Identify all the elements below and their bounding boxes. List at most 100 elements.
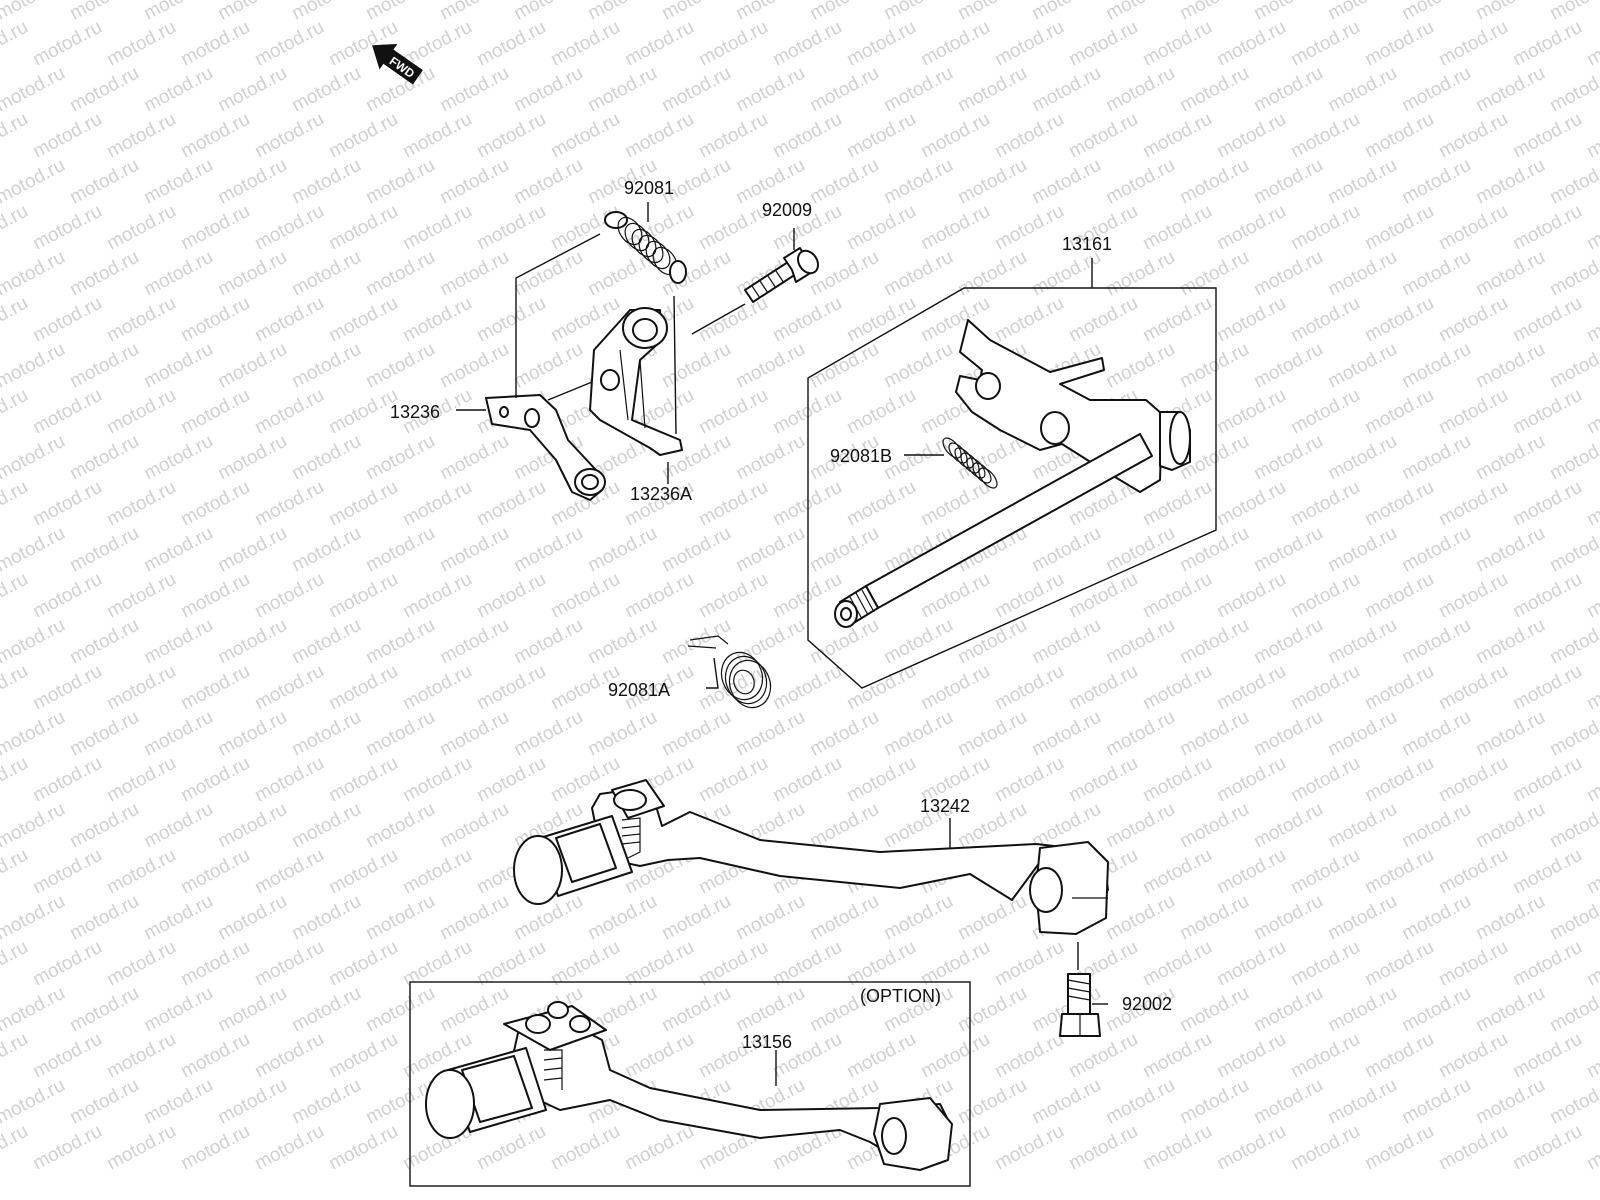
- watermark-text: motod.ru: [0, 17, 32, 71]
- watermark-text: motod.ru: [1398, 63, 1474, 117]
- watermark-text: motod.ru: [1213, 201, 1289, 255]
- watermark-text: motod.ru: [880, 615, 956, 669]
- watermark-text: motod.ru: [214, 339, 290, 393]
- watermark-text: motod.ru: [621, 569, 697, 623]
- watermark-text: motod.ru: [1546, 799, 1600, 853]
- watermark-text: motod.ru: [1435, 293, 1511, 347]
- watermark-text: motod.ru: [1213, 1121, 1289, 1175]
- watermark-text: motod.ru: [1472, 431, 1548, 485]
- watermark-text: motod.ru: [1102, 1075, 1178, 1129]
- watermark-text: motod.ru: [214, 0, 290, 24]
- watermark-text: motod.ru: [806, 891, 882, 945]
- watermark-text: motod.ru: [103, 17, 179, 71]
- watermark-text: motod.ru: [436, 63, 512, 117]
- watermark-text: motod.ru: [140, 0, 216, 24]
- label-13236A[interactable]: 13236A: [630, 484, 692, 504]
- watermark-text: motod.ru: [325, 937, 401, 991]
- watermark-text: motod.ru: [251, 753, 327, 807]
- watermark-text: motod.ru: [436, 155, 512, 209]
- watermark-text: motod.ru: [1583, 385, 1600, 439]
- watermark-text: motod.ru: [1472, 1075, 1548, 1129]
- watermark-text: motod.ru: [214, 431, 290, 485]
- watermark-text: motod.ru: [658, 63, 734, 117]
- watermark-text: motod.ru: [1065, 109, 1141, 163]
- watermark-text: motod.ru: [140, 431, 216, 485]
- watermark-text: motod.ru: [214, 155, 290, 209]
- watermark-text: motod.ru: [1435, 661, 1511, 715]
- watermark-text: motod.ru: [436, 983, 512, 1037]
- label-92081B[interactable]: 92081B: [830, 446, 892, 466]
- watermark-text: motod.ru: [621, 1121, 697, 1175]
- watermark-text: motod.ru: [806, 247, 882, 301]
- watermark-text: motod.ru: [1250, 247, 1326, 301]
- label-13161[interactable]: 13161: [1062, 234, 1112, 254]
- watermark-text: motod.ru: [66, 155, 142, 209]
- watermark-text: motod.ru: [695, 17, 771, 71]
- watermark-text: motod.ru: [991, 17, 1067, 71]
- watermark-text: motod.ru: [1102, 707, 1178, 761]
- label-13156[interactable]: 13156: [742, 1032, 792, 1052]
- watermark-text: motod.ru: [1583, 477, 1600, 531]
- label-92009[interactable]: 92009: [762, 200, 812, 220]
- watermark-text: motod.ru: [695, 477, 771, 531]
- watermark-text: motod.ru: [1139, 753, 1215, 807]
- watermark-text: motod.ru: [880, 0, 956, 24]
- watermark-text: motod.ru: [1139, 845, 1215, 899]
- watermark-text: motod.ru: [880, 707, 956, 761]
- watermark-text: motod.ru: [0, 247, 69, 301]
- watermark-text: motod.ru: [1435, 1029, 1511, 1083]
- watermark-text: motod.ru: [584, 0, 660, 24]
- option-box: [409, 981, 971, 1187]
- watermark-text: motod.ru: [1250, 431, 1326, 485]
- watermark-text: motod.ru: [880, 63, 956, 117]
- watermark-text: motod.ru: [695, 201, 771, 255]
- watermark-text: motod.ru: [843, 477, 919, 531]
- part-labels: 92081 92009 13161 13236 13236A 92081B 92…: [390, 178, 1172, 1052]
- watermark-text: motod.ru: [140, 247, 216, 301]
- watermark-text: motod.ru: [658, 523, 734, 577]
- watermark-text: motod.ru: [806, 799, 882, 853]
- label-13236[interactable]: 13236: [390, 402, 440, 422]
- watermark-text: motod.ru: [1065, 293, 1141, 347]
- watermark-text: motod.ru: [917, 661, 993, 715]
- watermark-text: motod.ru: [1287, 17, 1363, 71]
- watermark-text: motod.ru: [29, 753, 105, 807]
- watermark-text: motod.ru: [362, 339, 438, 393]
- label-92081[interactable]: 92081: [624, 178, 674, 198]
- watermark-text: motod.ru: [325, 201, 401, 255]
- watermark-text: motod.ru: [1361, 17, 1437, 71]
- watermark-text: motod.ru: [103, 1121, 179, 1175]
- label-92081A[interactable]: 92081A: [608, 680, 670, 700]
- watermark-text: motod.ru: [1176, 707, 1252, 761]
- watermark-text: motod.ru: [1546, 891, 1600, 945]
- watermark-text: motod.ru: [1287, 1121, 1363, 1175]
- watermark-text: motod.ru: [251, 845, 327, 899]
- watermark-text: motod.ru: [880, 891, 956, 945]
- watermark-text: motod.ru: [991, 201, 1067, 255]
- watermark-text: motod.ru: [103, 477, 179, 531]
- watermark-text: motod.ru: [1546, 63, 1600, 117]
- watermark-text: motod.ru: [1583, 937, 1600, 991]
- watermark-text: motod.ru: [103, 845, 179, 899]
- watermark-text: motod.ru: [214, 983, 290, 1037]
- watermark-text: motod.ru: [732, 0, 808, 24]
- label-13242[interactable]: 13242: [920, 796, 970, 816]
- watermark-text: motod.ru: [140, 983, 216, 1037]
- watermark-text: motod.ru: [399, 753, 475, 807]
- watermark-text: motod.ru: [806, 155, 882, 209]
- watermark-text: motod.ru: [547, 17, 623, 71]
- watermark-text: motod.ru: [1102, 891, 1178, 945]
- watermark-text: motod.ru: [29, 937, 105, 991]
- watermark-text: motod.ru: [1435, 753, 1511, 807]
- watermark-text: motod.ru: [806, 707, 882, 761]
- watermark-text: motod.ru: [954, 247, 1030, 301]
- watermark-text: motod.ru: [843, 661, 919, 715]
- watermark-text: motod.ru: [584, 707, 660, 761]
- watermark-text: motod.ru: [436, 431, 512, 485]
- watermark-text: motod.ru: [843, 385, 919, 439]
- watermark-text: motod.ru: [436, 523, 512, 577]
- watermark-text: motod.ru: [547, 569, 623, 623]
- watermark-text: motod.ru: [103, 201, 179, 255]
- label-92002[interactable]: 92002: [1122, 994, 1172, 1014]
- leader-lines: [456, 202, 1108, 1086]
